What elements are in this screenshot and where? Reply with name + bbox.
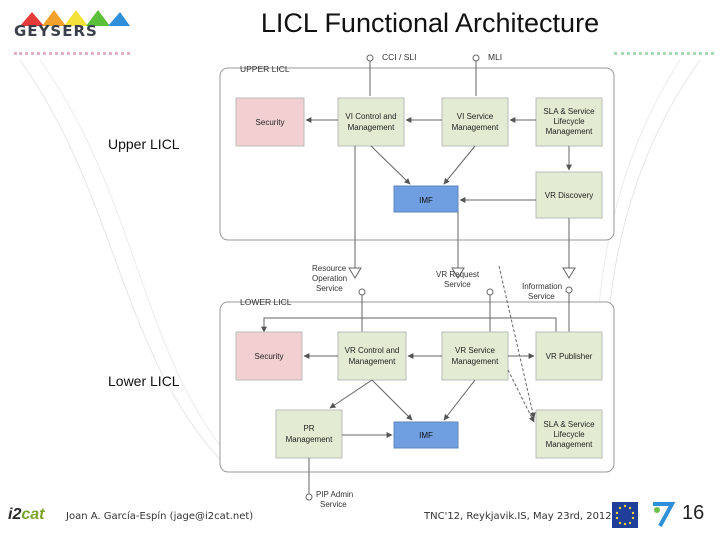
lower-pr-text-2: Management: [286, 435, 333, 444]
footer-event: TNC'12, Reykjavik.IS, May 23rd, 2012: [424, 511, 612, 522]
upper-vi-control-block: [337, 97, 405, 147]
upper-sla-block: [535, 97, 603, 147]
mli-interface-icon: [472, 54, 480, 62]
information-text-2: Service: [528, 292, 555, 301]
resource-op-service-icon: [348, 267, 362, 279]
lower-security-block: [235, 331, 303, 381]
lower-sla-block: [535, 409, 603, 459]
lower-vr-control-text-1: VR Control and: [345, 346, 400, 355]
geysers-logo: [12, 8, 132, 48]
upper-vr-discovery-block: [535, 171, 603, 219]
lower-imf-text: IMF: [419, 431, 433, 440]
cci-sli-interface-icon: [366, 54, 374, 62]
upper-sla-text-3: Management: [546, 127, 593, 136]
cci-sli-label: CCI / SLI: [382, 52, 416, 62]
upper-vr-discovery-text: VR Discovery: [545, 191, 593, 200]
eu-flag-icon: [612, 502, 638, 528]
footer-author: Joan A. García-Espín (jage@i2cat.net): [66, 511, 254, 522]
upper-vi-control-text-1: VI Control and: [345, 112, 396, 121]
logo-dots-right: [614, 52, 714, 55]
vr-request-service-icon: [451, 267, 465, 279]
upper-licl-label: UPPER LICL: [240, 64, 290, 74]
upper-sla-text-2: Lifecycle: [553, 117, 585, 126]
slide-title: LICL Functional Architecture: [260, 8, 600, 38]
lower-pr-text-1: PR: [303, 424, 314, 433]
page-number: 16: [682, 502, 705, 524]
lower-licl-side-label: Lower LICL: [108, 373, 180, 389]
lower-sla-text-2: Lifecycle: [553, 430, 585, 439]
lower-pr-management-block: [275, 409, 343, 459]
i2cat-logo-left: i2: [8, 506, 22, 523]
lower-security-text: Security: [255, 352, 284, 361]
upper-vi-service-text-2: Management: [452, 123, 499, 132]
upper-imf-block: [393, 185, 459, 213]
logo-dots-left: [14, 52, 130, 55]
resource-op-text-3: Service: [316, 284, 343, 293]
mli-label: MLI: [488, 52, 502, 62]
logo-text: GEYSERS: [14, 22, 98, 40]
resource-op-text-1: Resource: [312, 264, 347, 273]
upper-licl-side-label: Upper LICL: [108, 136, 180, 152]
lower-vr-publisher-text: VR Publisher: [546, 352, 593, 361]
upper-security-block: [235, 97, 305, 147]
resource-op-text-2: Operation: [312, 274, 347, 283]
lower-sla-text-3: Management: [546, 440, 593, 449]
upper-security-text: Security: [256, 118, 285, 127]
upper-vi-service-text-1: VI Service: [457, 112, 494, 121]
lower-vr-publisher-block: [535, 331, 603, 381]
fp7-logo-icon: [650, 500, 676, 530]
i2cat-logo-right: cat: [21, 506, 45, 523]
lower-vr-control-text-2: Management: [349, 357, 396, 366]
lower-imf-block: [393, 421, 459, 449]
geysers-logo-rays: [20, 10, 130, 26]
vr-request-text-2: Service: [444, 280, 471, 289]
lower-vr-service-block: [441, 331, 509, 381]
i2cat-logo: i2cat: [8, 506, 44, 524]
pip-admin-text-2: Service: [320, 500, 347, 509]
information-service-icon: [562, 267, 576, 279]
upper-vi-control-text-2: Management: [348, 123, 395, 132]
lower-vr-service-text-1: VR Service: [455, 346, 496, 355]
upper-vi-service-block: [441, 97, 509, 147]
information-text-1: Information: [522, 282, 562, 291]
upper-licl-container: [219, 67, 615, 241]
lower-licl-label: LOWER LICL: [240, 297, 292, 307]
vr-request-text-1: VR Request: [436, 270, 480, 279]
lower-vr-control-block: [337, 331, 407, 381]
upper-sla-text-1: SLA & Service: [543, 107, 595, 116]
lower-vr-service-text-2: Management: [452, 357, 499, 366]
upper-imf-text: IMF: [419, 196, 433, 205]
lower-sla-text-1: SLA & Service: [543, 420, 595, 429]
pip-admin-text-1: PIP Admin: [316, 490, 353, 499]
pip-admin-interface-icon: [305, 493, 313, 501]
